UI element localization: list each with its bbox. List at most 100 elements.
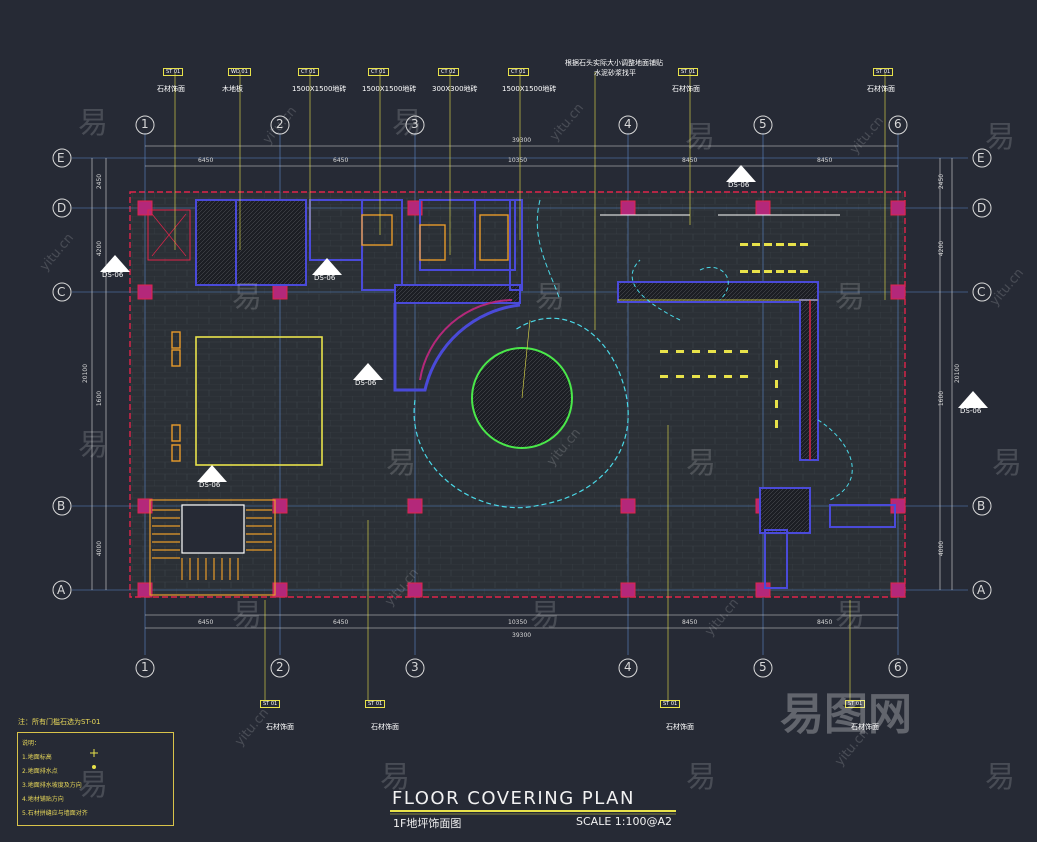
left-dimension: 2450 xyxy=(96,173,104,190)
grid-axis-col-bottom: 4 xyxy=(624,660,632,674)
material-tag-desc: 1500X1500地砖 xyxy=(502,85,557,93)
left-total-dimension: 20100 xyxy=(82,363,90,384)
watermark-char: 易 xyxy=(392,106,422,141)
watermark-char: 易 xyxy=(380,760,410,795)
bottom-dimension: 6450 xyxy=(198,619,214,626)
drawing-title: FLOOR COVERING PLAN xyxy=(392,788,635,809)
dimension-lines xyxy=(91,145,953,629)
grid-axis-col-bottom: 2 xyxy=(276,660,284,674)
grid-axis-row-right: D xyxy=(977,201,987,215)
bottom-dimension: 8450 xyxy=(817,619,833,626)
legend-item: 3.地面排水坡度及方向 xyxy=(22,782,82,789)
material-tag-desc: 1500X1500地砖 xyxy=(292,85,347,93)
right-dimension: 4200 xyxy=(938,240,946,257)
grid-axis-col-bottom: 5 xyxy=(759,660,767,674)
material-tag-code: CT 01 xyxy=(368,68,389,76)
section-mark-shapes xyxy=(100,165,988,482)
material-tag-code: CT 01 xyxy=(508,68,529,76)
grid-axis-row-left: B xyxy=(57,499,66,513)
grid-axis-row-left: A xyxy=(57,583,66,597)
right-total-dimension: 20100 xyxy=(954,363,962,384)
grid-axis-row-right: A xyxy=(977,583,986,597)
watermark-char: 易 xyxy=(985,760,1015,795)
bottom-dimension: 8450 xyxy=(682,619,698,626)
watermark-char: 易 xyxy=(535,280,565,315)
left-dimension: 4000 xyxy=(96,540,104,557)
material-tag-desc: 木地板 xyxy=(222,85,243,93)
material-tag-desc: 石材饰面 xyxy=(266,723,294,731)
watermark-char: 易 xyxy=(232,280,262,315)
watermark-char: 易 xyxy=(232,598,262,633)
section-mark-label: DS-06 xyxy=(355,379,377,387)
right-dimension: 2450 xyxy=(938,173,946,190)
material-tag-desc: 300X300地砖 xyxy=(432,85,478,93)
material-tag-desc: 石材饰面 xyxy=(851,723,879,731)
drawing-scale: SCALE 1:100@A2 xyxy=(576,815,672,828)
grid-bubbles xyxy=(52,115,992,678)
watermark-char: 易 xyxy=(685,120,715,155)
left-dimension: 1600 xyxy=(96,390,104,407)
total-dimension-top: 39300 xyxy=(512,137,532,144)
material-tag-desc: 石材饰面 xyxy=(867,85,895,93)
material-tag-code: ST 01 xyxy=(873,68,894,76)
legend-heading: 说明： xyxy=(22,740,41,747)
material-tag-code: ST 01 xyxy=(260,700,281,708)
material-tag-code: ST 01 xyxy=(365,700,386,708)
grid-axis-row-right: B xyxy=(977,499,986,513)
material-tag-desc: 石材饰面 xyxy=(157,85,185,93)
watermark-char: 易 xyxy=(992,446,1022,481)
watermark-char: 易 xyxy=(835,280,865,315)
top-dimension: 6450 xyxy=(198,157,214,164)
grid-axis-col-top: 5 xyxy=(759,117,767,131)
section-mark-label: DS-06 xyxy=(314,274,336,282)
watermark-logo: 易图网 xyxy=(780,689,912,740)
material-tag-desc: 1500X1500地砖 xyxy=(362,85,417,93)
leader-lines xyxy=(174,72,886,700)
material-tag-code: ST 01 xyxy=(163,68,184,76)
top-note-2: 水泥砂浆找平 xyxy=(594,69,636,77)
section-mark-label: DS-06 xyxy=(102,271,124,279)
watermark-char: 易 xyxy=(686,760,716,795)
material-tag-code: ST 01 xyxy=(678,68,699,76)
legend-box xyxy=(17,732,174,826)
general-note: 注：所有门槛石选为ST-01 xyxy=(18,718,101,726)
staircase-bottom-left xyxy=(149,499,276,596)
material-tag-desc: 石材饰面 xyxy=(666,723,694,731)
grid-axis-col-top: 2 xyxy=(276,117,284,131)
legend-item: 5.石材拼缝应与墙面对齐 xyxy=(22,810,88,817)
grid-axis-row-right: E xyxy=(977,151,985,165)
watermark-char: 易 xyxy=(985,120,1015,155)
grid-axis-col-bottom: 6 xyxy=(894,660,902,674)
top-note-1: 根据石头实际大小调整地面铺贴 xyxy=(565,59,663,67)
grid-axis-row-left: D xyxy=(57,201,67,215)
material-tag-desc: 石材饰面 xyxy=(672,85,700,93)
watermark-char: 易 xyxy=(78,768,108,803)
material-tag-code: ST 01 xyxy=(660,700,681,708)
grid-axis-col-top: 3 xyxy=(411,117,419,131)
grid-axis-col-bottom: 3 xyxy=(411,660,419,674)
top-dimension: 8450 xyxy=(817,157,833,164)
watermark-char: 易 xyxy=(78,428,108,463)
building-outline xyxy=(129,191,906,598)
legend-item: 4.地材铺贴方向 xyxy=(22,796,64,803)
grid-axis-row-left: E xyxy=(57,151,65,165)
central-circular-feature xyxy=(413,199,629,509)
watermark-char: 易 xyxy=(686,446,716,481)
total-dimension-bottom: 39300 xyxy=(512,632,532,639)
bottom-dimension: 6450 xyxy=(333,619,349,626)
grid-axis-col-bottom: 1 xyxy=(141,660,149,674)
legend-symbols xyxy=(90,749,98,769)
drawing-subtitle: 1F地坪饰面图 xyxy=(393,817,462,830)
material-tag-code: WD 01 xyxy=(228,68,251,76)
stair-details xyxy=(171,214,509,462)
display-fixtures xyxy=(660,243,808,428)
upper-left-rooms xyxy=(147,199,523,392)
watermark-char: 易 xyxy=(386,446,416,481)
watermark-char: 易 xyxy=(78,106,108,141)
material-tag-code: ST 01 xyxy=(845,700,866,708)
grid-axis-row-left: C xyxy=(57,285,66,299)
left-dimension: 4200 xyxy=(96,240,104,257)
grid-axis-col-top: 6 xyxy=(894,117,902,131)
right-dimension: 4000 xyxy=(938,540,946,557)
